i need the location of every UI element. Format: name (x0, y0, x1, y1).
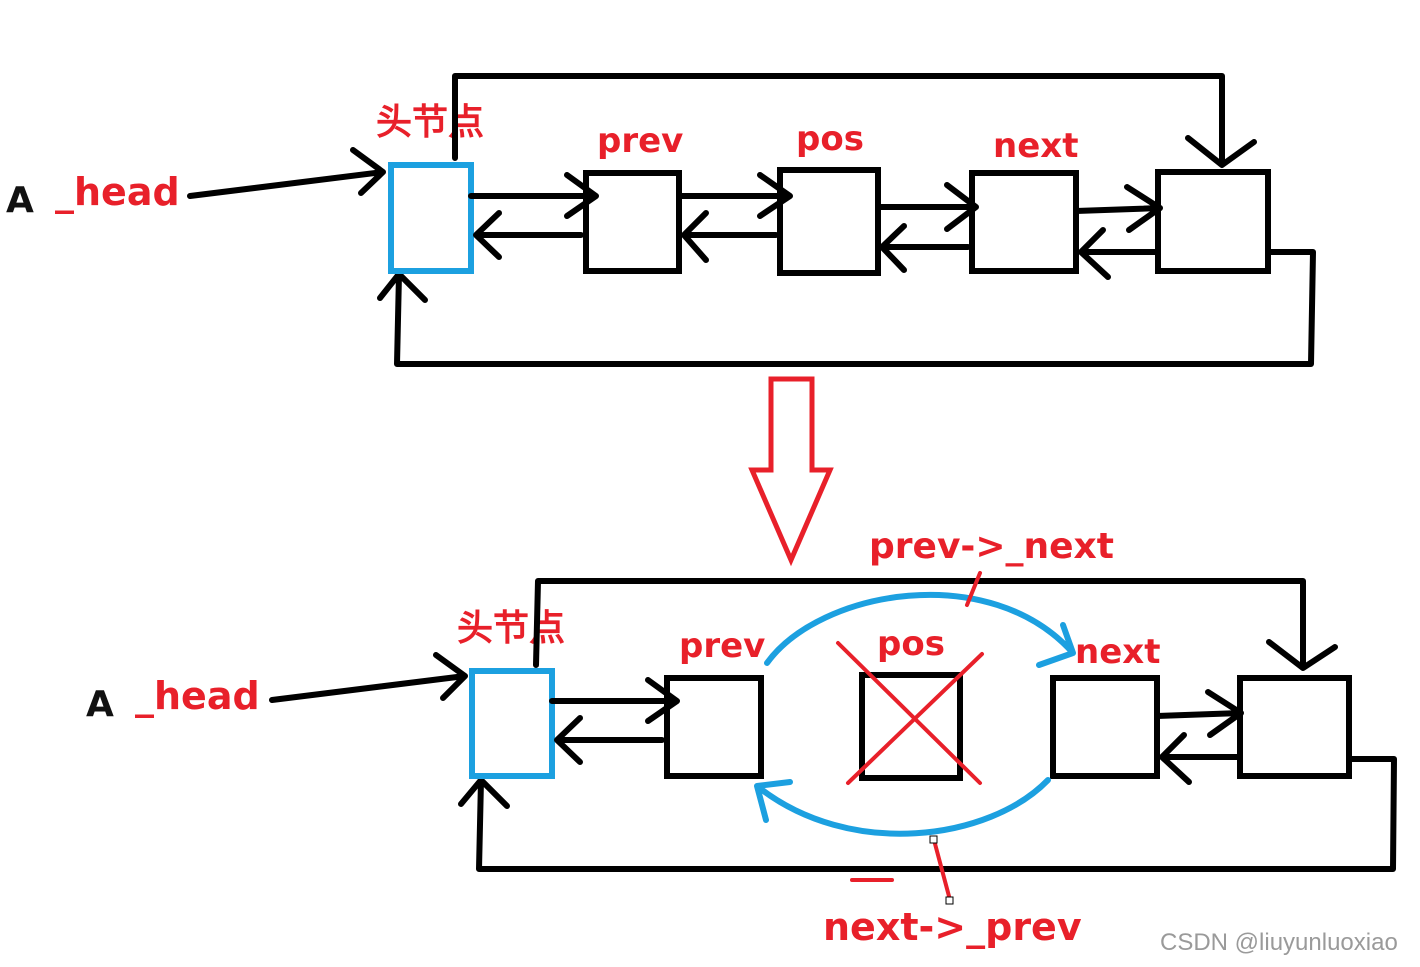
next-prev-pointer-handle-top (929, 835, 938, 844)
bottom-pos-label: pos (877, 624, 945, 664)
next-prev-pointer-line (932, 838, 952, 902)
top-diagram: A _head 头节点 prev pos next (6, 73, 1316, 367)
top-link-tail-to-next (1078, 227, 1161, 280)
top-next-label: next (993, 126, 1078, 166)
bottom-link-head-to-prev (549, 677, 680, 724)
bottom-prev-node (664, 675, 764, 779)
bottom-head-pointer-arrow (269, 652, 468, 703)
bottom-loop-bottom-link (458, 756, 1397, 872)
top-head-pointer-arrow (187, 147, 386, 199)
prev-next-new-link-arrow (764, 591, 1076, 668)
top-link-prev-to-pos (676, 172, 793, 219)
top-link-next-to-pos (879, 223, 971, 273)
top-head-label: _head (55, 170, 180, 214)
top-link-prev-to-head (473, 210, 584, 260)
next-prev-pointer-handle-bottom (945, 896, 954, 905)
prev-next-pointer-line (965, 571, 982, 607)
bottom-header-node-label: 头节点 (457, 608, 565, 649)
bottom-a-label: A (86, 684, 114, 725)
top-link-pos-to-next (875, 182, 979, 232)
bottom-tail-node (1237, 675, 1352, 779)
bottom-head-label: _head (135, 674, 260, 718)
bottom-link-next-to-tail (1154, 689, 1244, 738)
top-next-node (969, 170, 1079, 274)
bottom-next-node (1050, 675, 1160, 779)
top-header-node-label: 头节点 (376, 102, 484, 143)
bottom-next-label: next (1075, 632, 1160, 672)
top-link-head-to-prev (468, 172, 599, 219)
next-prev-label: next->_prev (823, 905, 1082, 949)
bottom-loop-top-link (533, 578, 1338, 671)
prev-next-label: prev->_next (869, 526, 1114, 567)
pos-deleted-cross-mark (836, 641, 984, 785)
top-header-node (388, 162, 474, 274)
top-tail-node (1155, 169, 1271, 274)
top-pos-label: pos (796, 119, 864, 159)
top-pos-node (777, 167, 881, 276)
top-prev-node (583, 170, 682, 274)
bottom-header-node (469, 668, 555, 779)
next-prev-new-link-arrow (754, 777, 1051, 837)
top-loop-top-link (452, 73, 1257, 168)
bottom-diagram: A _head 头节点 prev pos next prev->_next ne… (86, 526, 1397, 949)
watermark: CSDN @liuyunluoxiao (1160, 929, 1398, 956)
bottom-link-tail-to-next (1159, 732, 1242, 785)
transition-down-arrow (748, 376, 834, 567)
bottom-link-prev-to-head (554, 715, 665, 765)
top-link-next-to-tail (1073, 184, 1163, 233)
top-a-label: A (6, 180, 34, 221)
top-prev-label: prev (597, 121, 683, 161)
bottom-prev-label: prev (679, 626, 765, 666)
top-link-pos-to-prev (681, 210, 779, 263)
